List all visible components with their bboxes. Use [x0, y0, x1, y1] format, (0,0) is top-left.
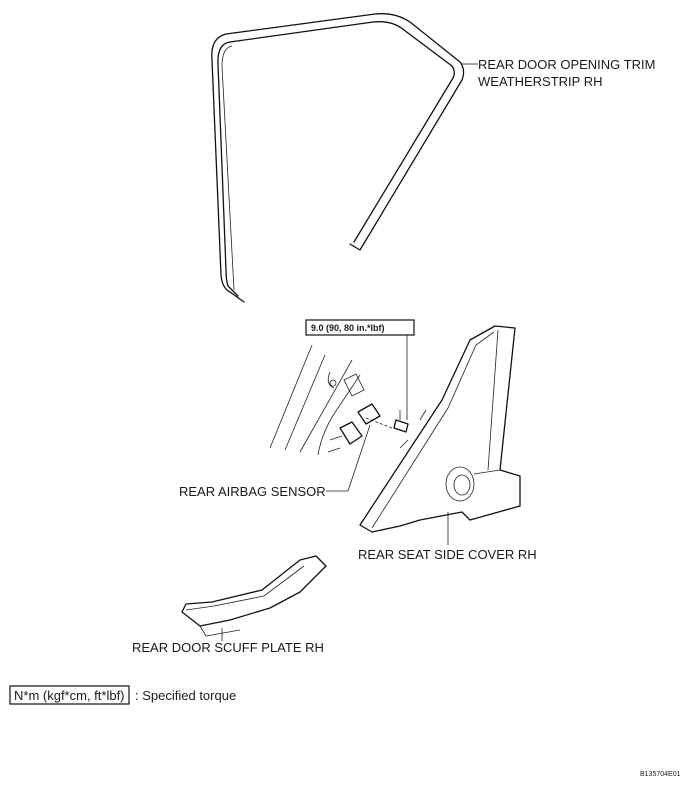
legend-box [9, 685, 130, 705]
rear-door-scuff-plate [181, 555, 327, 637]
airbag-sensor-label: REAR AIRBAG SENSOR [179, 484, 326, 499]
seat-cover-label: REAR SEAT SIDE COVER RH [358, 547, 537, 562]
rear-airbag-sensor [327, 373, 393, 453]
weatherstrip-label-2: WEATHERSTRIP RH [478, 74, 602, 89]
body-panel [269, 344, 361, 456]
torque-box [305, 319, 415, 336]
legend-box-text: N*m (kgf*cm, ft*lbf) [14, 688, 125, 703]
weatherstrip-rh [211, 13, 465, 303]
scuff-plate-label: REAR DOOR SCUFF PLATE RH [132, 640, 324, 655]
torque-value: 9.0 (90, 80 in.*lbf) [311, 323, 385, 333]
airbag-sensor-leader [347, 424, 371, 492]
legend-description: : Specified torque [135, 688, 236, 703]
weatherstrip-label-1: REAR DOOR OPENING TRIM [478, 57, 655, 72]
figure-id: B135704E01 [640, 771, 681, 778]
sensor-bolt [393, 410, 409, 433]
rear-seat-side-cover [359, 325, 521, 533]
